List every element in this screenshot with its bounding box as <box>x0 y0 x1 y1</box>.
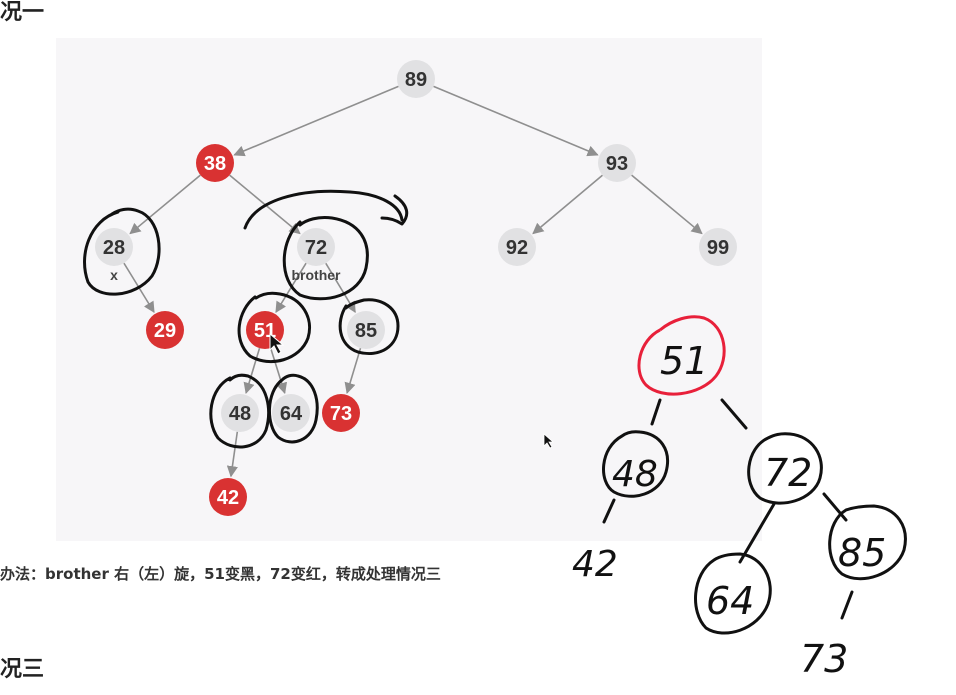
node-value: 64 <box>280 403 303 425</box>
black-node-circle <box>297 228 335 266</box>
hw-edge-48-42 <box>602 498 616 524</box>
red-node-circle <box>322 394 360 432</box>
diagram-panel <box>56 38 762 541</box>
hw-edge-72-85 <box>822 492 848 522</box>
section-heading-top: 况一 <box>0 0 45 25</box>
solution-text: 办法：brother 右（左）旋，51变黑，72变红，转成处理情况三 <box>0 565 441 583</box>
tree-edge <box>269 347 288 395</box>
tree-edge <box>532 174 603 235</box>
hw-circle-64 <box>694 552 772 635</box>
ink-circle-72 <box>282 216 369 301</box>
red-node-circle <box>209 478 247 516</box>
tree-node-28: 28 x <box>95 228 133 283</box>
hw-circle-85 <box>828 504 907 581</box>
mouse-cursor-icon-secondary <box>543 433 555 449</box>
node-value: 48 <box>229 403 251 425</box>
node-value: 99 <box>707 237 729 259</box>
hw-circle-48 <box>602 430 669 498</box>
ink-rotation-arrowhead <box>380 194 409 226</box>
ink-circle-48 <box>209 373 270 449</box>
ink-circle-64 <box>267 373 319 444</box>
tree-edge <box>243 347 261 394</box>
tree-edge <box>129 174 201 235</box>
tree-node-92: 92 <box>498 228 536 266</box>
tree-edge <box>226 431 239 478</box>
hw-label-64: 64 <box>706 579 754 623</box>
node-value: 93 <box>606 153 628 175</box>
node-value: 73 <box>330 403 352 425</box>
hw-edge-51-48 <box>650 398 662 426</box>
ink-annotations <box>83 189 409 449</box>
tree-nodes: 89 38 93 28 x 72 brother 92 99 29 51 85 48 64 73 42 <box>95 60 737 516</box>
black-node-circle <box>95 228 133 266</box>
tree-node-73: 73 <box>322 394 360 432</box>
tree-node-93: 93 <box>598 144 636 182</box>
tree-edge <box>631 174 703 235</box>
node-value: 72 <box>305 237 327 259</box>
black-node-circle <box>498 228 536 266</box>
hw-label-42: 42 <box>572 544 618 585</box>
node-value: 85 <box>355 320 377 342</box>
node-tag-x: x <box>110 267 118 283</box>
hw-edge-85-73 <box>840 590 854 620</box>
hw-label-48: 48 <box>612 454 658 495</box>
black-node-circle <box>699 228 737 266</box>
red-node-circle <box>196 144 234 182</box>
tree-node-64: 64 <box>272 394 310 432</box>
hw-label-85: 85 <box>838 531 886 575</box>
handwritten-subtree: 51 48 72 42 64 85 73 <box>572 315 907 681</box>
hw-label-73: 73 <box>800 637 848 681</box>
node-value: 42 <box>217 487 239 509</box>
tree-node-99: 99 <box>699 228 737 266</box>
ink-circle-51 <box>237 291 311 364</box>
tree-node-72: 72 brother <box>292 228 342 283</box>
tree-node-48: 48 <box>221 394 259 432</box>
red-node-circle <box>146 311 184 349</box>
node-tag-brother: brother <box>292 267 342 283</box>
tree-node-42: 42 <box>209 478 247 516</box>
tree-node-85: 85 <box>347 311 385 349</box>
ink-circle-28 <box>83 207 161 296</box>
tree-edge <box>233 85 399 157</box>
mouse-cursor-icon <box>269 332 285 355</box>
ink-circle-85 <box>338 298 400 355</box>
black-node-circle <box>221 394 259 432</box>
hw-label-51: 51 <box>660 339 708 383</box>
tree-edge <box>344 347 362 394</box>
hw-edge-51-72 <box>720 398 748 430</box>
tree-edge <box>433 85 599 157</box>
node-value: 28 <box>103 237 125 259</box>
tree-node-89: 89 <box>397 60 435 98</box>
section-heading-bottom: 况三 <box>0 657 45 682</box>
node-value: 38 <box>204 153 226 175</box>
hw-circle-72 <box>747 432 823 505</box>
hw-label-72: 72 <box>764 451 812 495</box>
black-node-circle <box>598 144 636 182</box>
node-value: 89 <box>405 69 427 91</box>
node-value: 92 <box>506 237 528 259</box>
tree-node-38: 38 <box>196 144 234 182</box>
black-node-circle <box>347 311 385 349</box>
ink-rotation-arrow <box>243 189 404 230</box>
black-node-circle <box>397 60 435 98</box>
hw-edge-72-64 <box>738 502 776 564</box>
node-value: 29 <box>154 320 176 342</box>
tree-node-29: 29 <box>146 311 184 349</box>
hw-circle-51 <box>637 315 726 396</box>
black-node-circle <box>272 394 310 432</box>
